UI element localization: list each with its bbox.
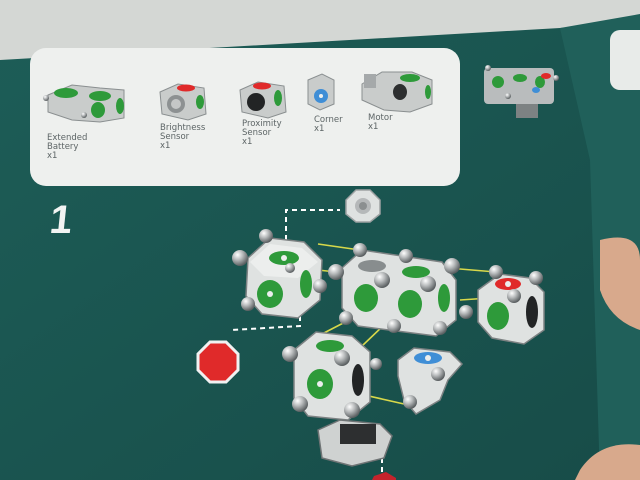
part-label-corner: Corner x1 — [314, 115, 343, 134]
part-label-brightness-sensor: Brightness Sensor x1 — [160, 123, 206, 151]
part-label-motor: Motor x1 — [368, 113, 393, 132]
red-octagon-face-icon — [196, 340, 240, 384]
finger — [600, 237, 640, 330]
part-label-extended-battery: Extended Battery x1 — [47, 133, 88, 161]
motor-icon — [361, 71, 433, 113]
part-label-proximity-sensor: Proximity Sensor x1 — [242, 119, 282, 147]
hint-dash-top — [285, 209, 340, 258]
battery-cube-left — [245, 237, 323, 319]
proximity-cube-icon — [239, 81, 287, 119]
battery-cube-icon — [43, 84, 125, 123]
parts-panel — [30, 48, 460, 186]
assembled-preview-icon — [484, 65, 559, 118]
next-page-panel — [610, 30, 640, 90]
motor-base — [317, 419, 393, 467]
hint-dash-left — [231, 316, 301, 331]
thumb — [575, 444, 640, 480]
step-number: 1 — [47, 198, 75, 242]
corner-icon — [307, 73, 335, 111]
proximity-cube-right — [477, 273, 545, 345]
brightness-cube-icon — [159, 83, 207, 121]
motor-bottom-face — [372, 472, 396, 480]
magnet-ball-icon — [232, 229, 543, 418]
